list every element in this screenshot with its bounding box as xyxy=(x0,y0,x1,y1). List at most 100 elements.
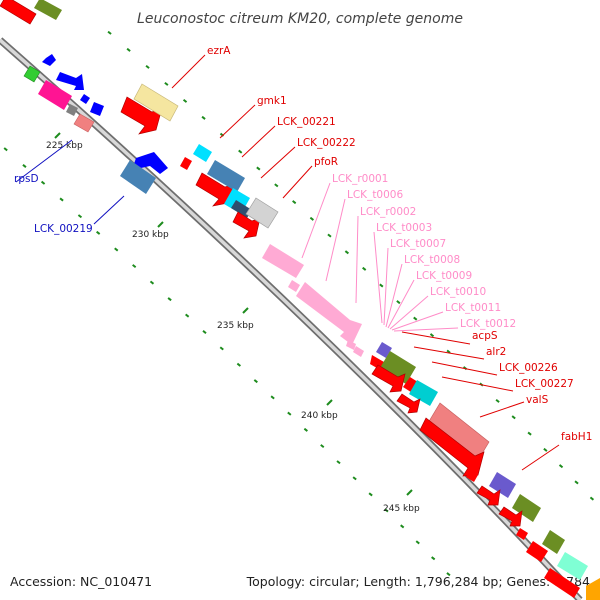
gene-feature-red xyxy=(232,211,261,239)
leader-line xyxy=(93,195,125,225)
gene-label-LCK_00227[interactable]: LCK_00227 xyxy=(515,378,574,390)
gene-feature-red xyxy=(466,470,478,482)
leader-lines xyxy=(15,54,560,471)
gene-feature-red xyxy=(371,364,406,393)
tick-dot xyxy=(303,427,308,432)
gene-label-LCK_t0012[interactable]: LCK_t0012 xyxy=(460,318,516,330)
gene-label-LCK_00219[interactable]: LCK_00219 xyxy=(34,223,93,235)
gene-feature-pink xyxy=(262,244,304,278)
gene-feature-red xyxy=(526,541,548,562)
gene-labels-blue: rpsD LCK_00219 xyxy=(14,173,93,235)
leader-line xyxy=(413,346,485,360)
gene-feature-steelblue xyxy=(207,160,245,192)
tick-dot xyxy=(396,300,401,305)
tick-dot xyxy=(145,64,150,69)
gene-label-gmk1[interactable]: gmk1 xyxy=(257,95,287,107)
tick-dot xyxy=(400,524,405,529)
tick-dot xyxy=(446,572,451,577)
gene-feature-salmon xyxy=(73,113,95,133)
gene-feature-red xyxy=(0,0,37,25)
gene-feature-red xyxy=(180,157,192,170)
gene-feature-red xyxy=(498,506,523,527)
tick-235 xyxy=(242,307,249,314)
leader-line xyxy=(260,146,296,179)
gene-label-LCK_00226[interactable]: LCK_00226 xyxy=(499,362,558,374)
leader-line xyxy=(393,327,459,332)
tick-dot xyxy=(182,98,188,103)
gene-feature-pink xyxy=(288,280,300,292)
gene-label-valS[interactable]: valS xyxy=(526,394,549,406)
leader-line xyxy=(391,311,444,331)
gene-label-LCK_t0011[interactable]: LCK_t0011 xyxy=(445,302,501,314)
leader-line xyxy=(282,165,313,199)
gene-feature-olive xyxy=(512,494,541,522)
gene-feature-green xyxy=(23,65,41,83)
tick-dot xyxy=(344,250,350,255)
tick-dot xyxy=(446,349,451,354)
tick-dot xyxy=(185,313,190,318)
topology-text: Topology: circular; Length: 1,796,284 bp… xyxy=(246,574,590,589)
gene-feature-purple xyxy=(489,472,516,498)
gene-label-alr2[interactable]: alr2 xyxy=(486,346,506,358)
tick-dot xyxy=(543,447,548,452)
gene-feature-purple xyxy=(376,342,392,358)
gene-label-LCK_r0002[interactable]: LCK_r0002 xyxy=(360,206,416,218)
inner-tick-dots xyxy=(3,147,451,577)
outer-tick-dots xyxy=(107,30,595,501)
gene-label-LCK_t0010[interactable]: LCK_t0010 xyxy=(430,286,486,298)
leader-line xyxy=(521,444,560,471)
gene-feature-grey xyxy=(66,104,78,116)
gene-feature-red xyxy=(476,485,501,506)
leader-line xyxy=(301,182,331,259)
gene-feature-lightgrey xyxy=(245,197,279,229)
tick-dot xyxy=(149,280,155,285)
tick-225 xyxy=(54,132,61,139)
tick-dot xyxy=(384,508,389,513)
gene-feature-red xyxy=(544,568,580,598)
gene-feature-orange xyxy=(586,578,600,600)
tick-label-245: 245 kbp xyxy=(383,504,420,514)
gene-label-rpsD[interactable]: rpsD xyxy=(14,173,39,185)
gene-feature-pink-arrow xyxy=(296,282,362,345)
gene-label-ezrA[interactable]: ezrA xyxy=(207,45,231,57)
gene-label-LCK_00222[interactable]: LCK_00222 xyxy=(297,137,356,149)
gene-label-LCK_t0008[interactable]: LCK_t0008 xyxy=(404,254,460,266)
gene-feature-aquamarine xyxy=(557,552,588,580)
leader-line xyxy=(325,198,346,282)
gene-label-LCK_00221[interactable]: LCK_00221 xyxy=(277,116,336,128)
gene-label-LCK_r0001[interactable]: LCK_r0001 xyxy=(332,173,388,185)
tick-dot xyxy=(77,214,83,219)
tick-dot xyxy=(352,476,357,481)
gene-feature-olive xyxy=(380,351,416,384)
tick-dot xyxy=(238,149,243,154)
tick-dot xyxy=(40,180,46,185)
tick-dot xyxy=(114,247,119,252)
tick-dot xyxy=(132,264,137,269)
gene-feature-olive xyxy=(34,0,62,20)
gene-feature-red xyxy=(396,393,421,414)
tick-dot xyxy=(431,556,436,561)
tick-dot xyxy=(527,431,532,436)
tick-label-230: 230 kbp xyxy=(132,230,169,240)
gene-label-acpS[interactable]: acpS xyxy=(472,330,498,342)
gene-label-LCK_t0007[interactable]: LCK_t0007 xyxy=(390,238,446,250)
gene-feature-olive xyxy=(542,530,565,554)
gene-label-LCK_t0006[interactable]: LCK_t0006 xyxy=(347,189,403,201)
tick-dot xyxy=(292,200,297,205)
tick-dot xyxy=(59,197,64,202)
leader-line xyxy=(441,376,514,392)
gene-label-LCK_t0009[interactable]: LCK_t0009 xyxy=(416,270,472,282)
gene-label-fabH1[interactable]: fabH1 xyxy=(561,431,592,443)
tick-dot xyxy=(589,496,595,501)
tick-label-235: 235 kbp xyxy=(217,321,254,331)
tick-dot xyxy=(167,297,172,302)
gene-label-LCK_t0003[interactable]: LCK_t0003 xyxy=(376,222,432,234)
leader-line xyxy=(401,331,471,345)
tick-dot xyxy=(256,166,261,171)
gene-label-pfoR[interactable]: pfoR xyxy=(314,156,338,168)
tick-dot xyxy=(253,379,258,384)
tick-dot xyxy=(379,283,384,288)
gene-feature-magenta xyxy=(38,80,72,110)
leader-line xyxy=(171,54,206,89)
